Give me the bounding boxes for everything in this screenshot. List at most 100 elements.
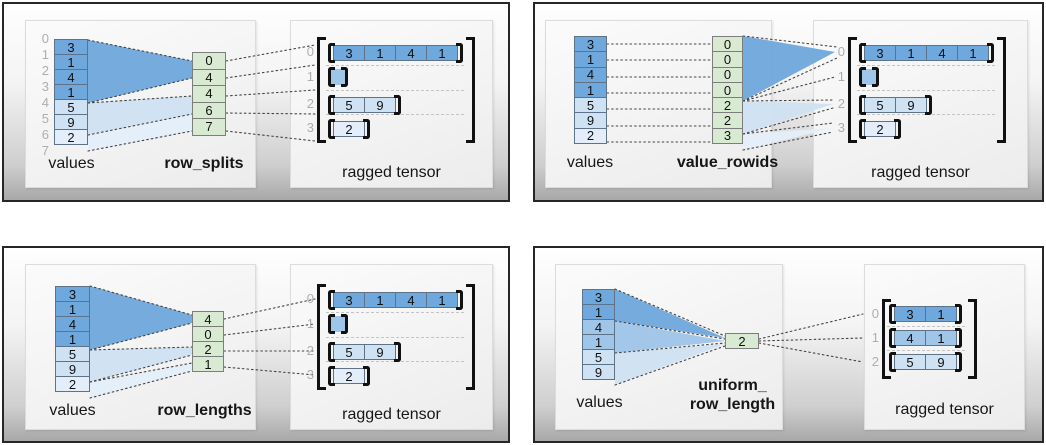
value-cell: 4 bbox=[574, 66, 607, 83]
tensor-cell: 3 bbox=[333, 45, 365, 61]
outer-bracket-right bbox=[997, 37, 1006, 143]
tensor-label: ragged tensor bbox=[342, 164, 441, 181]
tensor-cell: 9 bbox=[364, 97, 396, 113]
param-cell: 0 bbox=[712, 81, 743, 99]
value-cell: 1 bbox=[582, 304, 615, 320]
outer-bracket-right bbox=[466, 284, 475, 390]
value-cell: 1 bbox=[54, 54, 88, 70]
inner-bracket-right bbox=[341, 67, 348, 87]
param-cell: 3 bbox=[712, 127, 743, 145]
empty-row-fill bbox=[333, 69, 343, 85]
value-cell: 9 bbox=[54, 114, 88, 130]
param-cell: 4 bbox=[192, 85, 226, 103]
tensor-cell: 3 bbox=[333, 292, 365, 308]
tensor-label: ragged tensor bbox=[871, 164, 970, 181]
tensor-cell: 5 bbox=[333, 97, 365, 113]
value-cell: 3 bbox=[582, 289, 615, 305]
value-cell: 9 bbox=[574, 112, 607, 129]
dotted-connector bbox=[742, 131, 834, 151]
inner-bracket-right bbox=[955, 304, 962, 324]
row-index-label: 2 bbox=[306, 343, 314, 358]
param-cell: 4 bbox=[192, 311, 224, 327]
tensor-cell: 9 bbox=[364, 344, 396, 360]
dotted-connector bbox=[742, 76, 836, 102]
dotted-connector bbox=[742, 107, 834, 135]
value-cell: 9 bbox=[582, 364, 615, 380]
inner-bracket-right bbox=[456, 290, 463, 310]
outer-bracket-right bbox=[968, 299, 977, 379]
param-cell: 0 bbox=[712, 66, 743, 83]
row-separator bbox=[326, 90, 464, 91]
index-label: 6 bbox=[41, 127, 49, 142]
tensor-row bbox=[328, 67, 348, 87]
value-cell: 1 bbox=[582, 334, 615, 350]
outer-bracket-left bbox=[848, 37, 857, 143]
outer-bracket-right bbox=[466, 37, 475, 143]
param-cell: 2 bbox=[725, 333, 759, 349]
connector-overlay bbox=[614, 288, 864, 386]
dotted-connector bbox=[225, 130, 316, 142]
values-label: values bbox=[566, 154, 614, 171]
dotted-connector bbox=[742, 122, 834, 135]
tensor-cell: 1 bbox=[957, 45, 989, 61]
inner-bracket-left bbox=[859, 119, 866, 139]
inner-bracket-right bbox=[955, 352, 962, 372]
dotted-connector bbox=[225, 64, 316, 79]
row-separator bbox=[857, 65, 995, 66]
inner-bracket-left bbox=[859, 43, 866, 63]
dotted-connector bbox=[89, 370, 193, 399]
inner-bracket-left bbox=[328, 95, 335, 115]
value-cell: 4 bbox=[54, 69, 88, 85]
dotted-connector bbox=[614, 342, 726, 354]
dotted-connector bbox=[742, 35, 838, 48]
inner-bracket-right bbox=[925, 95, 932, 115]
value-cell: 2 bbox=[54, 129, 88, 145]
value-cell: 3 bbox=[55, 286, 90, 302]
fan-medium bbox=[615, 321, 725, 353]
value-cell: 5 bbox=[574, 97, 607, 114]
inner-bracket-left bbox=[328, 119, 335, 139]
tensor-cell: 5 bbox=[864, 97, 896, 113]
param-cell: 0 bbox=[712, 36, 743, 53]
fan-light bbox=[90, 347, 192, 382]
outer-bracket-left bbox=[317, 37, 326, 143]
inner-bracket-right bbox=[341, 314, 348, 334]
value-cell: 3 bbox=[574, 36, 607, 53]
dotted-connector bbox=[89, 362, 193, 383]
dotted-connector bbox=[758, 313, 864, 340]
param-cell: 7 bbox=[192, 118, 226, 136]
tensor-cell: 9 bbox=[895, 97, 927, 113]
inner-bracket-right bbox=[894, 119, 901, 139]
index-label: 2 bbox=[41, 63, 49, 78]
tensor-cell: 2 bbox=[333, 368, 365, 384]
tensor-cell: 1 bbox=[426, 45, 458, 61]
inner-bracket-right bbox=[987, 43, 994, 63]
row-separator bbox=[326, 337, 464, 338]
tensor-label: ragged tensor bbox=[895, 401, 994, 418]
inner-bracket-right bbox=[363, 366, 370, 386]
index-label: 3 bbox=[41, 79, 49, 94]
dotted-connector bbox=[742, 99, 834, 102]
fan-dark bbox=[743, 36, 835, 101]
inner-bracket-left bbox=[889, 328, 896, 348]
tensor-cell: 1 bbox=[364, 292, 396, 308]
connector-overlay bbox=[87, 39, 316, 152]
fan-dark bbox=[615, 289, 725, 338]
dotted-connector bbox=[223, 366, 316, 376]
dotted-connector bbox=[89, 354, 193, 383]
tensor-label: ragged tensor bbox=[342, 406, 441, 423]
param-cell: 6 bbox=[192, 101, 226, 119]
index-label: 1 bbox=[41, 47, 49, 62]
inner-bracket-left bbox=[328, 366, 335, 386]
row-index-label: 0 bbox=[837, 44, 845, 59]
value-cell: 2 bbox=[55, 376, 90, 392]
